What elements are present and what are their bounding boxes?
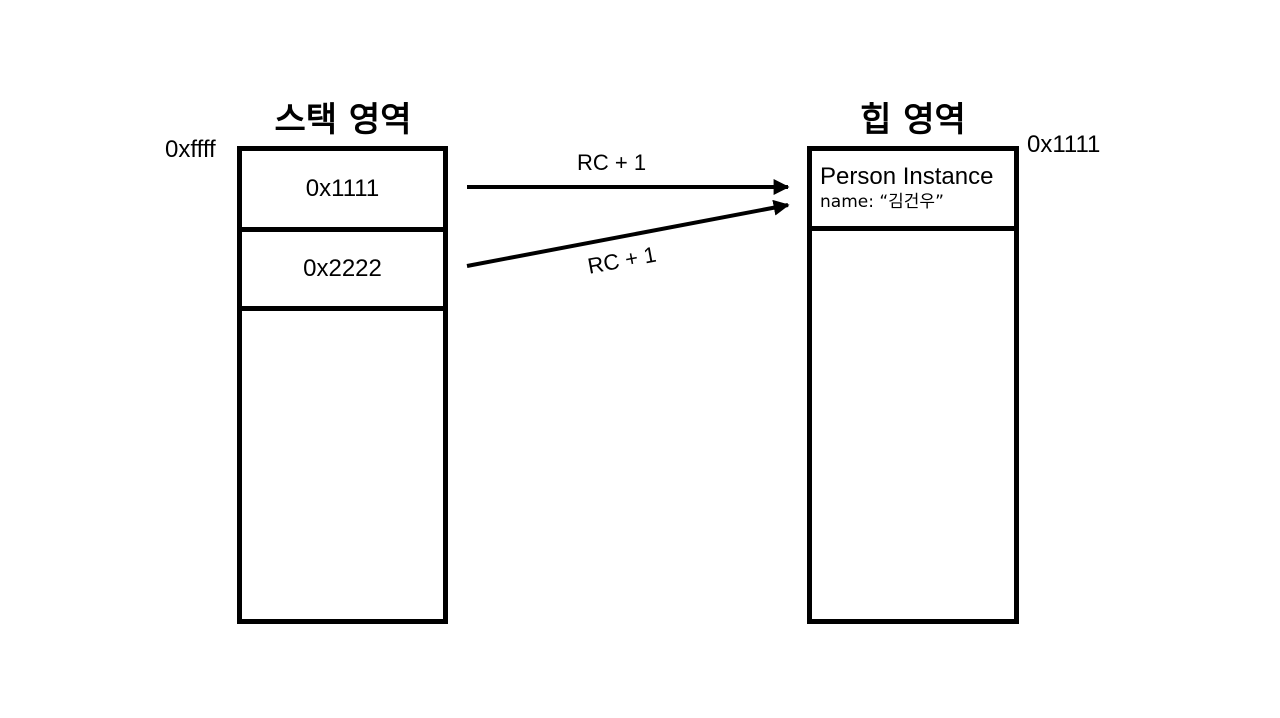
person-instance-cell: Person Instance name: “김건우” bbox=[812, 151, 1014, 231]
stack-cell: 0x1111 bbox=[242, 151, 443, 232]
heap-memory-box: Person Instance name: “김건우” bbox=[807, 146, 1019, 624]
stack-region-title: 스택 영역 bbox=[274, 100, 412, 140]
reference-label-2: RC + 1 bbox=[585, 241, 659, 279]
stack-cell-address: 0x2222 bbox=[303, 255, 382, 282]
stack-top-address: 0xffff bbox=[165, 136, 216, 163]
heap-address: 0x1111 bbox=[1027, 131, 1101, 158]
stack-memory-box: 0x1111 0x2222 bbox=[237, 146, 448, 624]
reference-label-1: RC + 1 bbox=[577, 150, 647, 175]
heap-region-title: 힙 영역 bbox=[860, 100, 966, 140]
stack-cell-address: 0x1111 bbox=[305, 175, 380, 202]
stack-cell: 0x2222 bbox=[242, 232, 443, 311]
instance-name-field: name: “김건우” bbox=[820, 192, 944, 212]
instance-title: Person Instance bbox=[820, 163, 994, 190]
